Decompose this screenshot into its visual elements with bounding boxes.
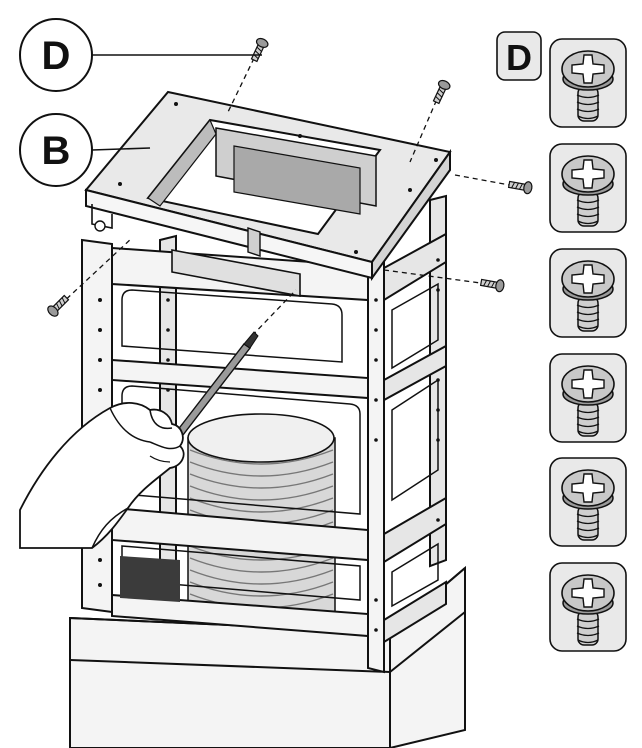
phillips-screw-icon	[549, 457, 627, 547]
phillips-screw-icon	[549, 143, 627, 233]
phillips-screw-icon	[549, 248, 627, 338]
screw-panel-label: D	[506, 37, 532, 78]
bracket-frame	[81, 194, 447, 674]
screw-panel: D	[496, 31, 627, 652]
interior-shadow	[120, 556, 180, 602]
phillips-screw-icon	[549, 38, 627, 128]
phillips-screw-icon	[549, 353, 627, 443]
top-mounting-plate	[84, 90, 452, 297]
callout-d: D	[19, 18, 262, 92]
hand-icon	[19, 402, 185, 549]
callout-letter: B	[42, 129, 71, 173]
phillips-screw-icon	[549, 562, 627, 652]
callout-b: B	[19, 113, 151, 187]
callout-letter: D	[42, 34, 71, 78]
screw-panel-label-badge	[496, 31, 542, 81]
